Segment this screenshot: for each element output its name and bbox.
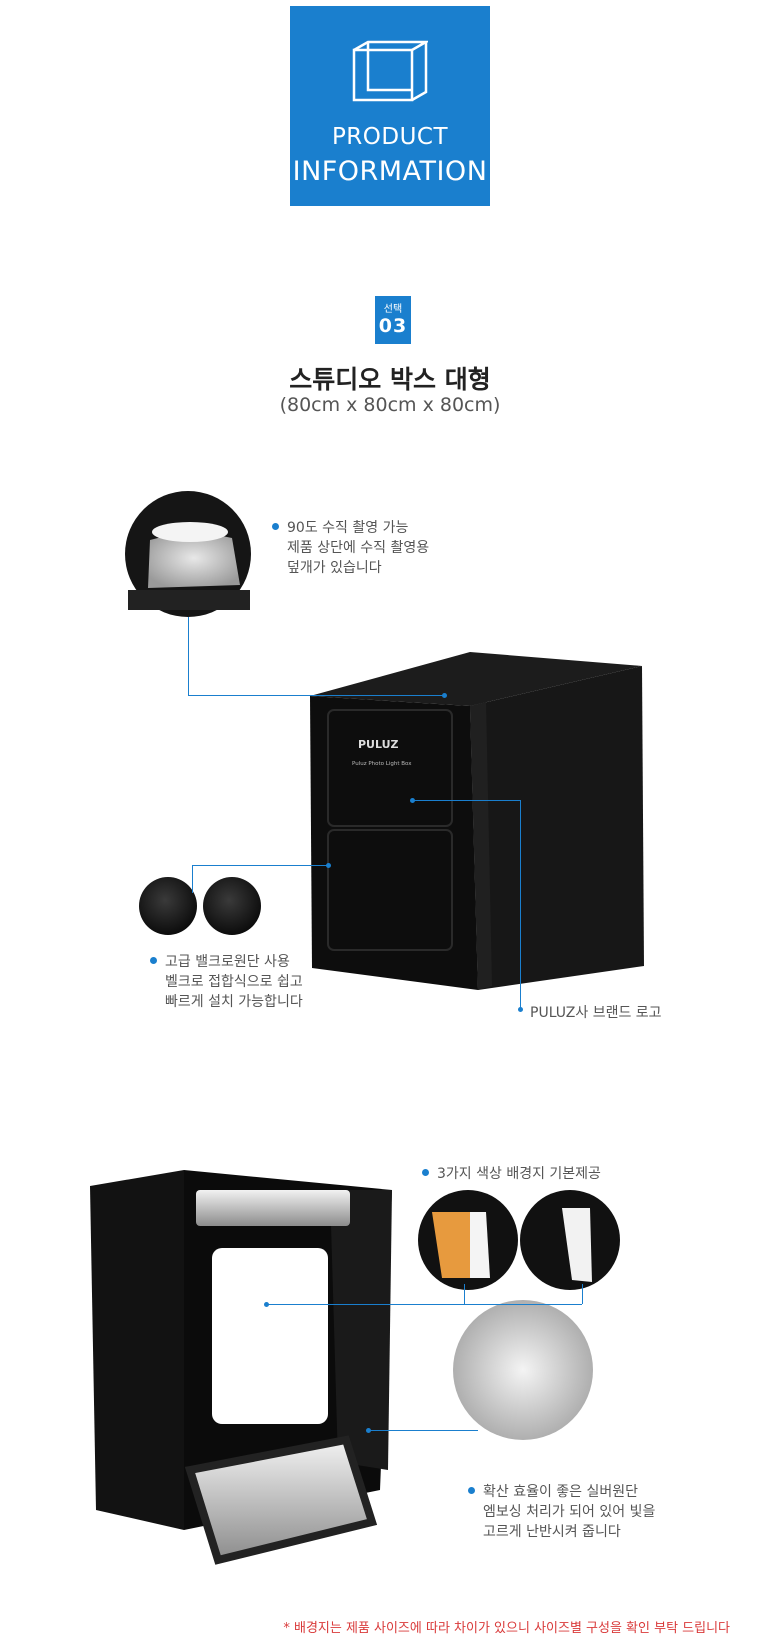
header-line-2: INFORMATION — [292, 156, 488, 187]
feature-backdrops: 3가지 색상 배경지 기본제공 — [422, 1164, 601, 1184]
header-line-1: PRODUCT — [331, 124, 449, 150]
light-box-front-illustration: PULUZ Puluz Photo Light Box — [125, 491, 644, 990]
box-model-print: Puluz Photo Light Box — [352, 761, 412, 767]
bullet-dot-icon — [422, 1168, 429, 1176]
bullet-dot-icon — [150, 956, 157, 964]
light-box-open-illustration — [90, 1170, 620, 1565]
box-brand-print: PULUZ — [358, 738, 399, 751]
feature-silver-fabric: 확산 효율이 좋은 실버원단 엠보싱 처리가 되어 있어 빛을 고르게 난반시켜… — [468, 1482, 655, 1542]
box-outline-icon — [352, 40, 428, 102]
feature-velcro: 고급 밸크로원단 사용 벨크로 접합식으로 쉽고 빠르게 설치 가능합니다 — [150, 952, 303, 1012]
option-badge-label: 선택 — [383, 304, 403, 315]
option-badge: 선택 03 — [375, 296, 411, 344]
feature-logo: PULUZ사 브랜드 로고 — [530, 1005, 662, 1021]
bullet-dot-icon — [468, 1486, 475, 1494]
feature-top-cover: 90도 수직 촬영 가능 제품 상단에 수직 촬영용 덮개가 있습니다 — [272, 518, 429, 578]
option-badge-number: 03 — [378, 315, 408, 337]
bullet-dot-icon — [272, 522, 279, 530]
footnote: * 배경지는 제품 사이즈에 따라 차이가 있으니 사이즈별 구성을 확인 부탁… — [283, 1621, 730, 1636]
product-dimensions: (80cm x 80cm x 80cm) — [279, 394, 501, 416]
product-title: 스튜디오 박스 대형 — [289, 365, 491, 394]
product-info-header: PRODUCT INFORMATION — [290, 6, 490, 206]
